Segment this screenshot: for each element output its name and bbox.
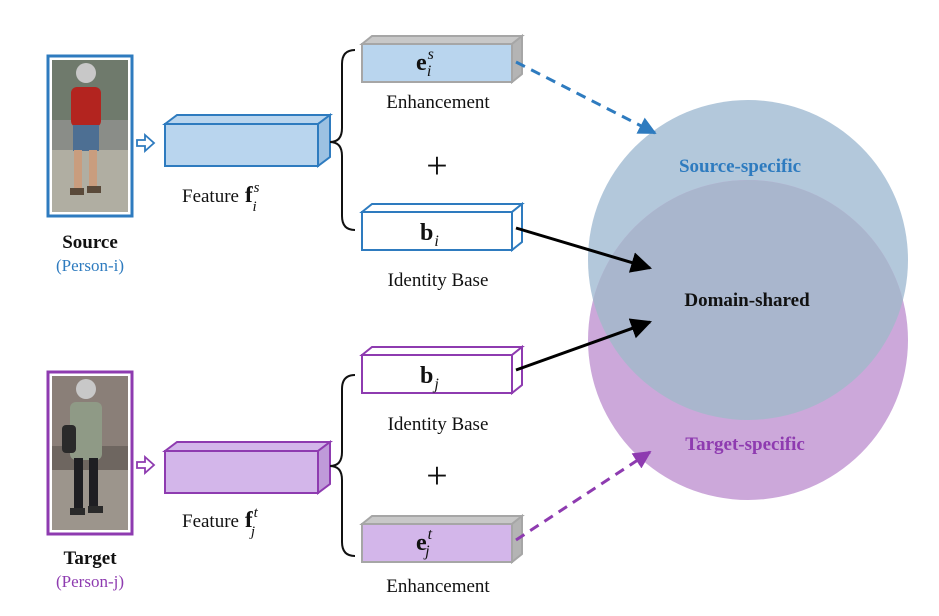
shared-region bbox=[588, 180, 908, 420]
target-plus-sign: + bbox=[426, 455, 447, 497]
source-enhancement-box bbox=[359, 33, 525, 85]
target-brace bbox=[329, 374, 356, 557]
person-photo-icon bbox=[62, 379, 103, 515]
source-brace bbox=[329, 49, 356, 231]
source-enhancement-label: Enhancement bbox=[386, 92, 490, 113]
target-specific-label: Target-specific bbox=[685, 434, 805, 455]
source-feature-box bbox=[162, 113, 333, 168]
domain-shared-label: Domain-shared bbox=[684, 290, 810, 311]
source-enhancement-arrow bbox=[515, 60, 657, 135]
source-specific-label: Source-specific bbox=[679, 156, 801, 177]
target-enhancement-box bbox=[359, 513, 525, 565]
source-base-arrow bbox=[515, 226, 653, 273]
source-plus-sign: + bbox=[426, 145, 447, 187]
source-identity-base-box bbox=[359, 201, 525, 253]
source-identity-base-label: Identity Base bbox=[388, 270, 489, 291]
source-title: Source bbox=[62, 232, 118, 253]
target-photo bbox=[46, 370, 134, 536]
target-person-label: (Person-j) bbox=[56, 572, 124, 591]
target-identity-base-label: Identity Base bbox=[388, 414, 489, 435]
target-identity-base-box bbox=[359, 344, 525, 396]
target-identity-base-symbol: bj bbox=[420, 363, 439, 393]
hollow-arrow-icon bbox=[136, 132, 156, 154]
person-photo-icon bbox=[70, 63, 101, 195]
venn-diagram: Source-specific Domain-shared Target-spe… bbox=[588, 100, 908, 500]
target-enhancement-label: Enhancement bbox=[386, 576, 490, 597]
hollow-arrow-icon bbox=[136, 454, 156, 476]
target-enhancement-arrow bbox=[515, 450, 652, 542]
target-title: Target bbox=[63, 548, 117, 569]
target-feature-box bbox=[162, 440, 333, 495]
source-identity-base-symbol: bi bbox=[420, 220, 439, 250]
source-person-label: (Person-i) bbox=[56, 256, 124, 275]
target-base-arrow bbox=[515, 318, 652, 372]
source-photo bbox=[46, 54, 134, 218]
